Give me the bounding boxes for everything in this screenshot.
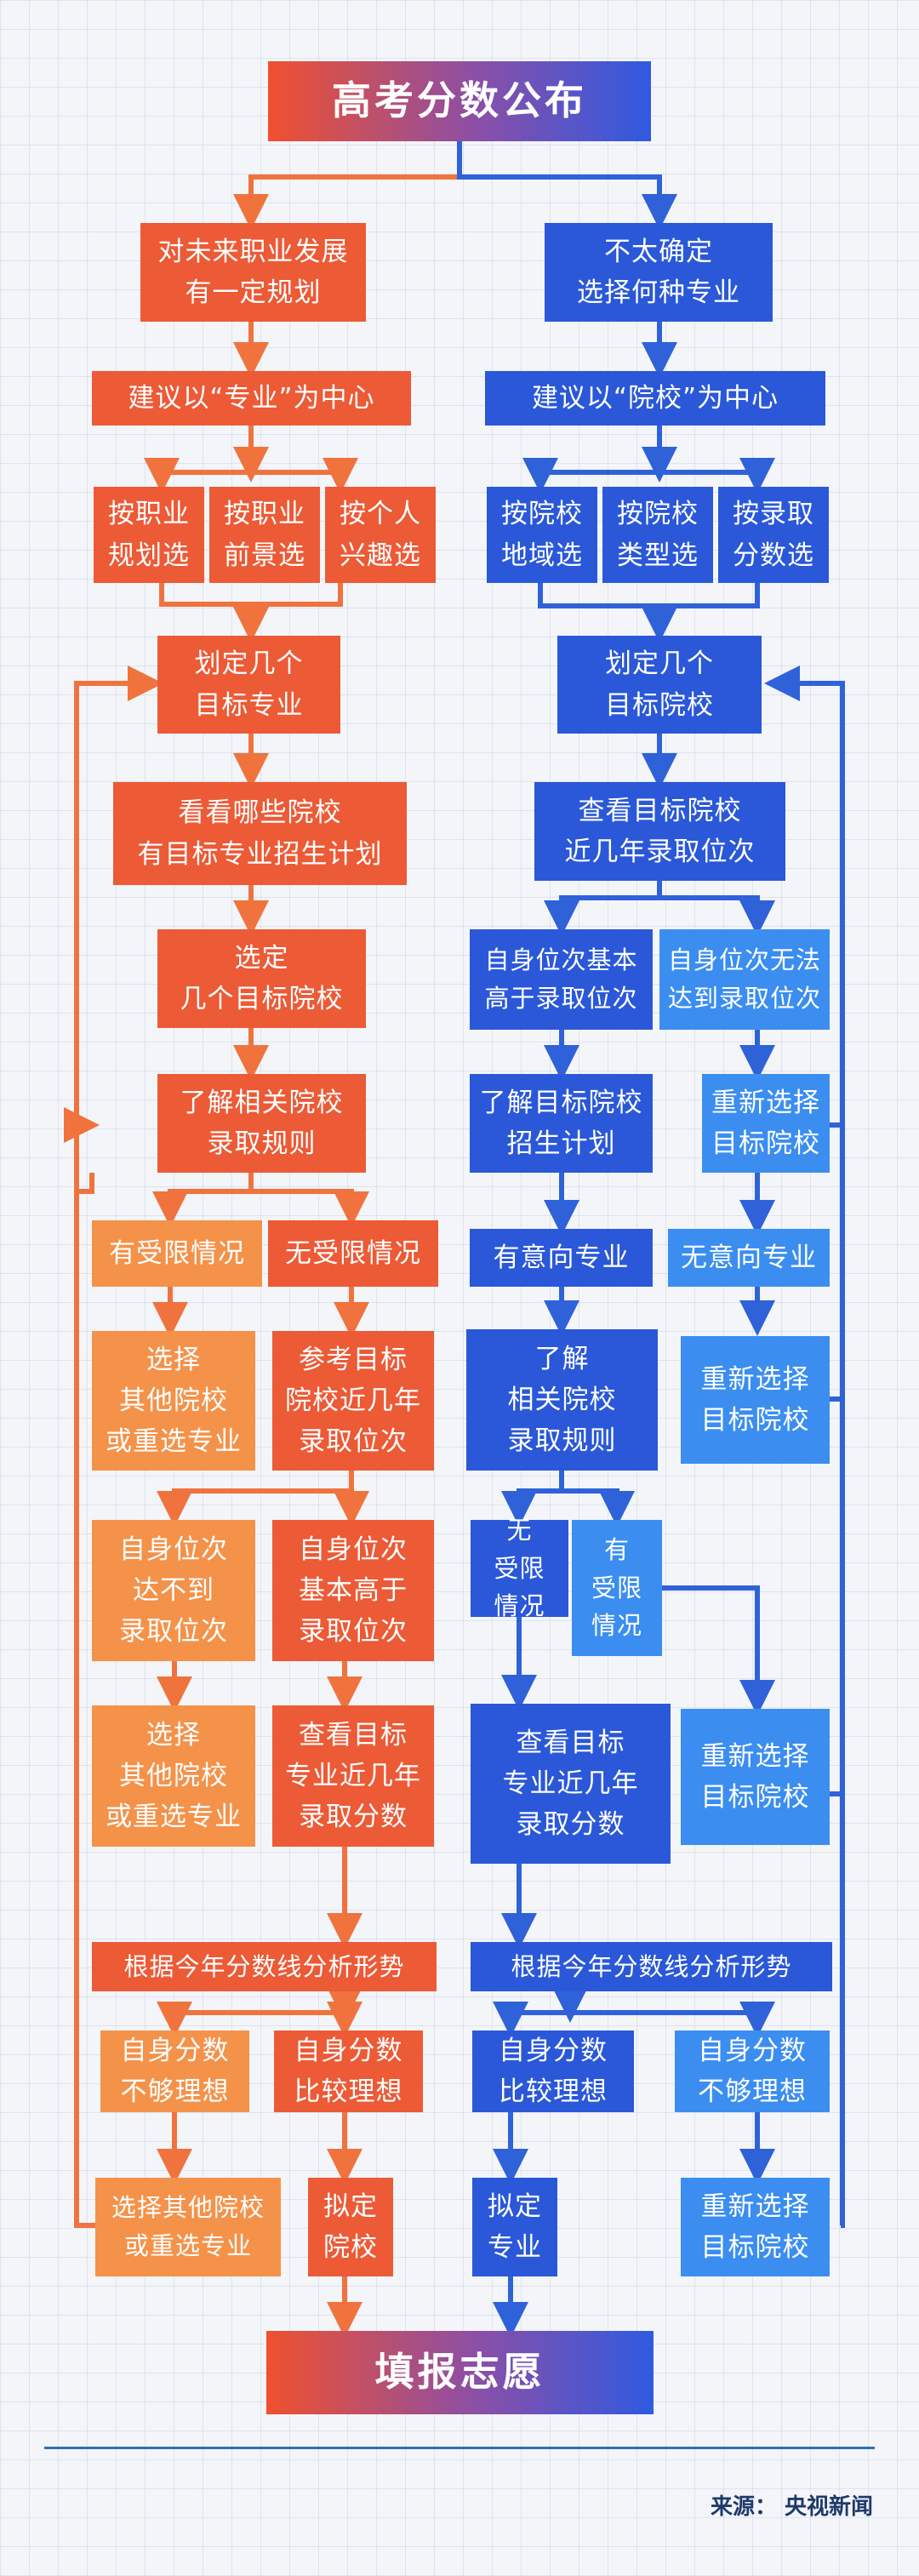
left-check-box: 看看哪些院校 有目标专业招生计划: [113, 782, 407, 885]
connector: [659, 458, 775, 494]
connector: [159, 583, 343, 607]
left-choose-other-3: 选择其他院校 或重选专业: [95, 2178, 281, 2276]
loop-back-connector: [764, 665, 845, 2228]
right-restricted-box: 有 受限 情况: [572, 1520, 662, 1656]
connector: [522, 458, 659, 494]
right-analyze-box: 根据今年分数线分析形势: [471, 1942, 832, 1991]
connector: [157, 1471, 354, 1527]
left-choose-other-1: 选择 其他院校 或重选专业: [92, 1331, 255, 1471]
right-score-ok-box: 自身分数 比较理想: [472, 2031, 634, 2112]
connector: [544, 881, 662, 936]
right-check-box: 查看目标院校 近几年录取位次: [534, 782, 785, 881]
right-method-score: 按录取 分数选: [718, 487, 829, 583]
left-method-career-prospect: 按职业 前景选: [209, 487, 320, 583]
left-center-box: 建议以“专业”为中心: [92, 371, 411, 426]
left-set-target-box: 划定几个 目标专业: [157, 636, 340, 734]
right-learn-plan-box: 了解目标院校 招生计划: [470, 1074, 653, 1173]
left-rules-box: 了解相关院校 录取规则: [157, 1074, 366, 1173]
left-choose-other-2: 选择 其他院校 或重选专业: [92, 1705, 255, 1847]
right-unrestricted-box: 无 受限 情况: [471, 1516, 568, 1620]
left-refer-rank-box: 参考目标 院校近几年 录取位次: [272, 1331, 434, 1471]
connector: [570, 2002, 775, 2037]
right-no-intent-box: 无意向专业: [668, 1229, 830, 1287]
right-reselect-2: 重新选择 目标院校: [681, 1336, 830, 1464]
left-method-interest: 按个人 兴趣选: [325, 487, 436, 583]
footer-divider: [44, 2447, 875, 2449]
final-box: 填报志愿: [266, 2331, 654, 2414]
right-center-box: 建议以“院校”为中心: [485, 371, 825, 426]
left-method-career-plan: 按职业 规划选: [94, 487, 204, 583]
connector: [538, 583, 760, 608]
loop-back-connector: [77, 1173, 94, 1194]
left-rank-low-box: 自身位次 达不到 录取位次: [92, 1520, 255, 1661]
left-plan-box: 对未来职业发展 有一定规划: [140, 223, 366, 322]
title-box: 高考分数公布: [268, 61, 651, 141]
connector: [501, 1471, 564, 1527]
right-has-intent-box: 有意向专业: [470, 1229, 653, 1287]
right-rank-low-box: 自身位次无法 达到录取位次: [659, 929, 830, 1030]
left-analyze-box: 根据今年分数线分析形势: [92, 1942, 437, 1991]
right-reselect-1: 重新选择 目标院校: [702, 1074, 830, 1173]
connector: [659, 895, 775, 936]
connector: [662, 1585, 775, 1716]
connector: [157, 2002, 345, 2037]
right-reselect-3: 重新选择 目标院校: [681, 1709, 830, 1845]
left-score-ok-box: 自身分数 比较理想: [274, 2031, 423, 2112]
source-credit: 来源： 央视新闻: [710, 2494, 873, 2520]
right-set-target-box: 划定几个 目标院校: [557, 636, 762, 734]
connector: [233, 136, 462, 230]
right-reselect-4: 重新选择 目标院校: [681, 2178, 830, 2276]
connector: [251, 1189, 369, 1227]
connector: [457, 136, 677, 230]
right-learn-rules-box: 了解 相关院校 录取规则: [466, 1329, 658, 1471]
right-rank-high-box: 自身位次基本 高于录取位次: [470, 929, 653, 1030]
right-method-type: 按院校 类型选: [602, 487, 713, 583]
loop-back-connector: [74, 665, 163, 2228]
right-check-scores-box: 查看目标 专业近几年 录取分数: [471, 1704, 671, 1864]
connector: [562, 1488, 635, 1527]
left-draft-box: 拟定 院校: [308, 2178, 393, 2276]
connector: [144, 458, 251, 494]
right-method-region: 按院校 地域选: [487, 487, 597, 583]
right-score-low-box: 自身分数 不够理想: [675, 2031, 830, 2112]
connector: [493, 2002, 570, 2037]
right-draft-box: 拟定 专业: [472, 2178, 557, 2276]
left-unrestricted-box: 无受限情况: [268, 1220, 438, 1287]
left-select-box: 选定 几个目标院校: [157, 929, 366, 1028]
left-restricted-box: 有受限情况: [92, 1220, 262, 1287]
left-rank-high-box: 自身位次 基本高于 录取位次: [272, 1520, 434, 1661]
right-plan-box: 不太确定 选择何种专业: [545, 223, 773, 322]
connector: [152, 1173, 254, 1227]
left-check-scores-box: 查看目标 专业近几年 录取分数: [272, 1705, 434, 1847]
left-score-low-box: 自身分数 不够理想: [100, 2031, 249, 2112]
connector: [251, 458, 358, 494]
